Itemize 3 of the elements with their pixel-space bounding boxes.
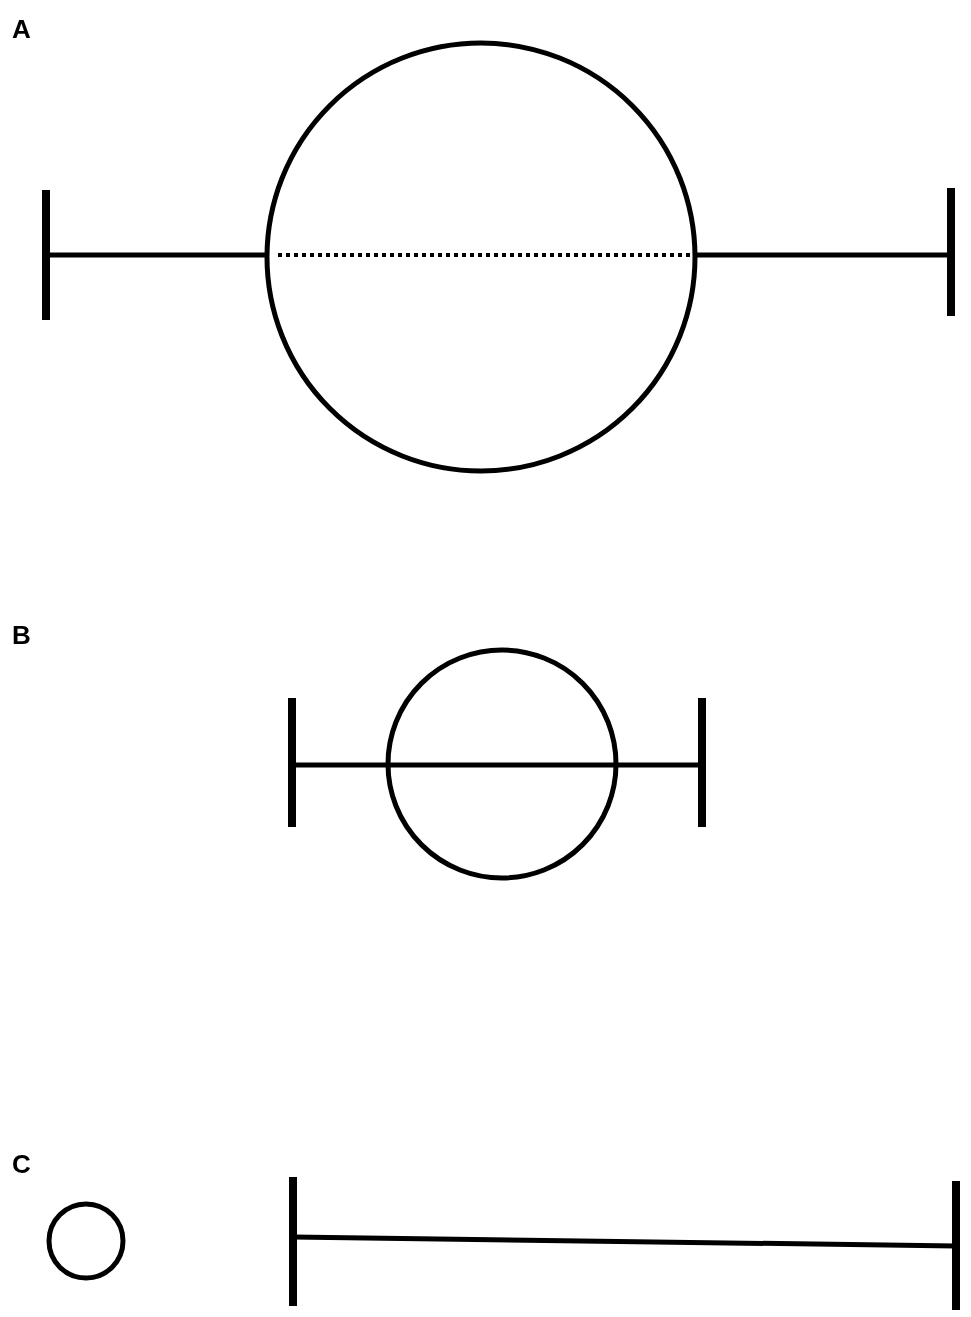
panel-label: B (12, 622, 31, 648)
panel-label: A (12, 16, 31, 42)
panel-label: C (12, 1151, 31, 1177)
